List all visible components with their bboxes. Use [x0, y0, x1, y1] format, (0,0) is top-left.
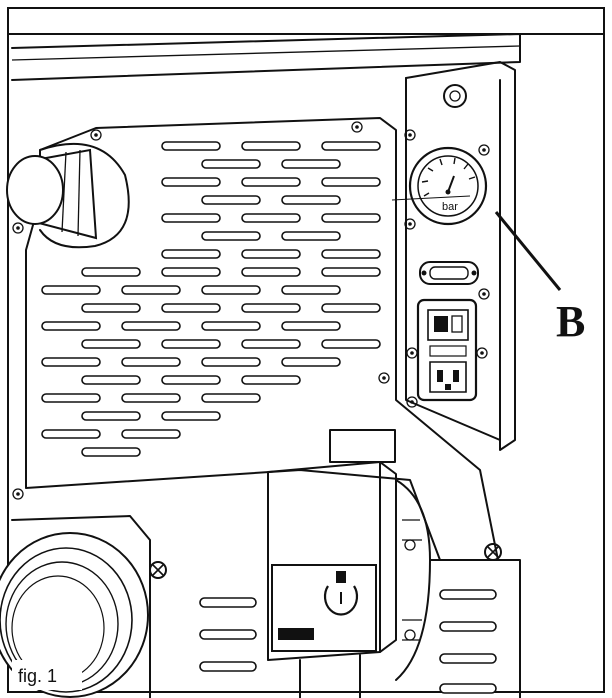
vent-slot	[121, 393, 181, 403]
vent-slot	[201, 393, 261, 403]
gauge-unit-label: bar	[442, 201, 458, 213]
vent-slot	[281, 231, 341, 241]
panel-screws	[12, 121, 490, 500]
vent-slot	[281, 357, 341, 367]
power-switch-icon	[434, 316, 448, 332]
ventilation-slots	[41, 141, 381, 457]
vent-slot	[281, 285, 341, 295]
figure-caption: fig. 1	[18, 666, 57, 686]
left-lower-slots	[199, 597, 257, 672]
vent-slot	[161, 177, 221, 187]
vent-slot	[161, 303, 221, 313]
casing-top-edge	[11, 33, 521, 81]
vent-slot	[41, 285, 101, 295]
vent-slot	[321, 177, 381, 187]
gauge-needle	[447, 175, 455, 193]
vent-slot	[81, 267, 141, 277]
top-bolt	[443, 84, 467, 108]
callout-leader-line	[391, 195, 471, 201]
control-column-front	[405, 77, 501, 441]
vent-slot	[281, 321, 341, 331]
vent-slot	[161, 249, 221, 259]
vent-slot	[81, 411, 141, 421]
power-socket-icon	[429, 361, 467, 393]
vent-slot	[81, 303, 141, 313]
vent-slot	[201, 159, 261, 169]
vent-slot	[321, 267, 381, 277]
vent-slot	[321, 249, 381, 259]
callout-arrow-line	[494, 211, 562, 291]
vent-slot	[41, 357, 101, 367]
casing-top-edge-inner	[11, 45, 521, 61]
vent-slot	[161, 411, 221, 421]
vent-slot	[241, 141, 301, 151]
vent-slot	[161, 267, 221, 277]
vent-slot	[241, 177, 301, 187]
pressure-gauge: bar	[408, 146, 488, 226]
vent-slot	[161, 141, 221, 151]
vent-slot	[161, 213, 221, 223]
control-column	[405, 61, 516, 451]
vent-slot	[201, 357, 261, 367]
vent-slot	[161, 339, 221, 349]
right-lower-panel	[429, 543, 521, 698]
vent-slot	[201, 321, 261, 331]
vent-slot	[41, 393, 101, 403]
vent-slot	[241, 375, 301, 385]
gauge-ticks	[421, 157, 476, 197]
vent-slot	[41, 429, 101, 439]
vent-slot	[81, 339, 141, 349]
vent-slot	[41, 321, 101, 331]
vent-slot	[241, 339, 301, 349]
vent-slot	[241, 303, 301, 313]
vent-slot	[241, 249, 301, 259]
vent-slot	[201, 195, 261, 205]
vent-slot	[121, 285, 181, 295]
vent-slot	[321, 339, 381, 349]
flue-pipe	[6, 142, 130, 249]
vent-slot	[201, 231, 261, 241]
vent-slot	[281, 195, 341, 205]
vent-slot	[121, 429, 181, 439]
vent-slot	[321, 213, 381, 223]
vent-slot	[161, 375, 221, 385]
vent-slot	[81, 447, 141, 457]
vent-slot	[241, 267, 301, 277]
vent-slot	[321, 303, 381, 313]
vent-slot	[321, 141, 381, 151]
vent-slot	[241, 213, 301, 223]
vent-slot	[121, 321, 181, 331]
power-switch-module	[406, 298, 488, 408]
circulation-pump	[267, 429, 431, 698]
serial-connector	[419, 261, 479, 285]
vent-slot	[121, 357, 181, 367]
callout-letter: B	[556, 297, 585, 346]
caption-box	[12, 660, 82, 690]
vent-slot	[281, 159, 341, 169]
vent-slot	[201, 285, 261, 295]
vent-slot	[81, 375, 141, 385]
